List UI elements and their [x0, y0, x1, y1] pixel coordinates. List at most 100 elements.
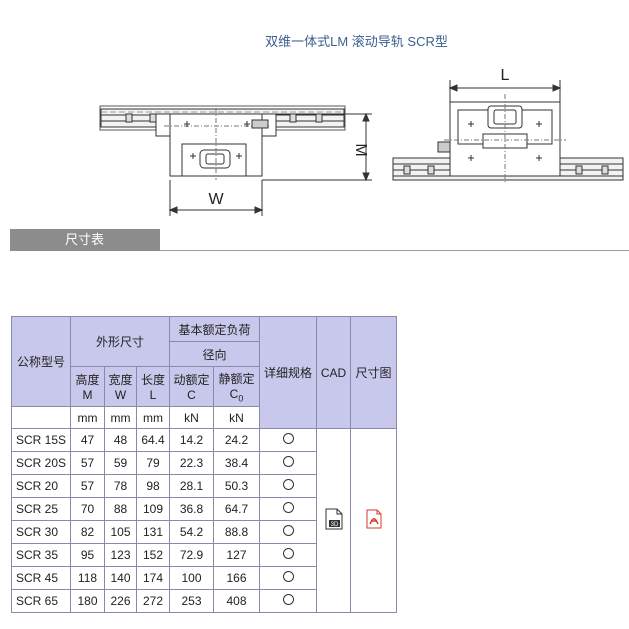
cell-model: SCR 35 — [11, 543, 71, 567]
dim-l-label: L — [501, 67, 510, 84]
circle-icon[interactable] — [282, 502, 294, 513]
cell-model: SCR 20 — [11, 474, 71, 498]
table-row: SCR 35 95 123 152 72.9 127 — [11, 543, 397, 567]
cell-height: 82 — [70, 520, 105, 544]
cell-static: 88.8 — [213, 520, 260, 544]
cell-static: 24.2 — [213, 428, 260, 452]
cell-width: 226 — [104, 589, 137, 613]
cell-width: 105 — [104, 520, 137, 544]
cell-dynamic: 72.9 — [169, 543, 214, 567]
cell-dynamic: 54.2 — [169, 520, 214, 544]
header-drawing: 尺寸图 — [350, 316, 397, 429]
spec-link[interactable] — [259, 543, 317, 567]
table-row: SCR 20S 57 59 79 22.3 38.4 — [11, 451, 397, 475]
cell-width: 59 — [104, 451, 137, 475]
drawing-cell[interactable] — [350, 428, 397, 613]
table-row: SCR 25 70 88 109 36.8 64.7 — [11, 497, 397, 521]
unit-width: mm — [104, 406, 137, 429]
cell-static: 38.4 — [213, 451, 260, 475]
spec-link[interactable] — [259, 589, 317, 613]
cell-static: 127 — [213, 543, 260, 567]
cell-length: 131 — [136, 520, 170, 544]
cell-length: 98 — [136, 474, 170, 498]
cell-width: 88 — [104, 497, 137, 521]
cell-static: 50.3 — [213, 474, 260, 498]
cell-width: 78 — [104, 474, 137, 498]
circle-icon[interactable] — [282, 548, 294, 559]
cell-model: SCR 65 — [11, 589, 71, 613]
cell-height: 70 — [70, 497, 105, 521]
cell-dynamic: 22.3 — [169, 451, 214, 475]
header-cad: CAD — [316, 316, 351, 429]
cell-height: 57 — [70, 451, 105, 475]
unit-static: kN — [213, 406, 260, 429]
header-model: 公称型号 — [11, 316, 71, 407]
header-spec: 详细规格 — [259, 316, 317, 429]
cell-model: SCR 25 — [11, 497, 71, 521]
cell-height: 180 — [70, 589, 105, 613]
cell-height: 57 — [70, 474, 105, 498]
cell-width: 123 — [104, 543, 137, 567]
cell-dynamic: 253 — [169, 589, 214, 613]
circle-icon[interactable] — [282, 433, 294, 444]
header-radial: 径向 — [169, 341, 260, 367]
spec-link[interactable] — [259, 566, 317, 590]
cell-length: 109 — [136, 497, 170, 521]
svg-text:3D: 3D — [330, 522, 338, 528]
unit-length: mm — [136, 406, 170, 429]
cad-cell[interactable]: 3D — [316, 428, 351, 613]
dim-w-label: W — [208, 191, 224, 208]
circle-icon[interactable] — [282, 594, 294, 605]
section-header: 尺寸表 — [10, 229, 160, 251]
cell-width: 140 — [104, 566, 137, 590]
cell-model: SCR 30 — [11, 520, 71, 544]
cell-static: 64.7 — [213, 497, 260, 521]
dim-m-label: M — [352, 143, 369, 156]
circle-icon[interactable] — [282, 571, 294, 582]
unit-height: mm — [70, 406, 105, 429]
table-row: SCR 65 180 226 272 253 408 — [11, 589, 397, 613]
cell-model: SCR 20S — [11, 451, 71, 475]
spec-link[interactable] — [259, 520, 317, 544]
product-drawing: W M L — [99, 67, 624, 216]
spec-link[interactable] — [259, 474, 317, 498]
cell-length: 152 — [136, 543, 170, 567]
unit-dynamic: kN — [169, 406, 214, 429]
circle-icon[interactable] — [282, 525, 294, 536]
cell-dynamic: 28.1 — [169, 474, 214, 498]
cell-width: 48 — [104, 428, 137, 452]
cell-dynamic: 100 — [169, 566, 214, 590]
cell-model: SCR 15S — [11, 428, 71, 452]
cell-model: SCR 45 — [11, 566, 71, 590]
cell-static: 408 — [213, 589, 260, 613]
header-basic-load: 基本额定负荷 — [169, 316, 260, 342]
spec-link[interactable] — [259, 497, 317, 521]
cell-dynamic: 14.2 — [169, 428, 214, 452]
cad-3d-icon[interactable]: 3D — [324, 508, 344, 530]
table-row: SCR 15S 47 48 64.4 14.2 24.2 3D — [11, 428, 397, 613]
cell-height: 118 — [70, 566, 105, 590]
header-outer-dims: 外形尺寸 — [70, 316, 170, 367]
cell-length: 272 — [136, 589, 170, 613]
cell-length: 64.4 — [136, 428, 170, 452]
cell-length: 79 — [136, 451, 170, 475]
pdf-icon[interactable] — [365, 509, 383, 529]
cell-height: 47 — [70, 428, 105, 452]
circle-icon[interactable] — [282, 479, 294, 490]
spec-link[interactable] — [259, 451, 317, 475]
end-view — [392, 80, 624, 182]
header-unit-blank — [11, 406, 71, 429]
spec-link[interactable] — [259, 428, 317, 452]
section-title: 尺寸表 — [65, 232, 105, 247]
side-view — [99, 105, 372, 216]
page-title: 双维一体式LM 滚动导轨 SCR型 — [265, 34, 448, 49]
cell-length: 174 — [136, 566, 170, 590]
cell-height: 95 — [70, 543, 105, 567]
circle-icon[interactable] — [282, 456, 294, 467]
